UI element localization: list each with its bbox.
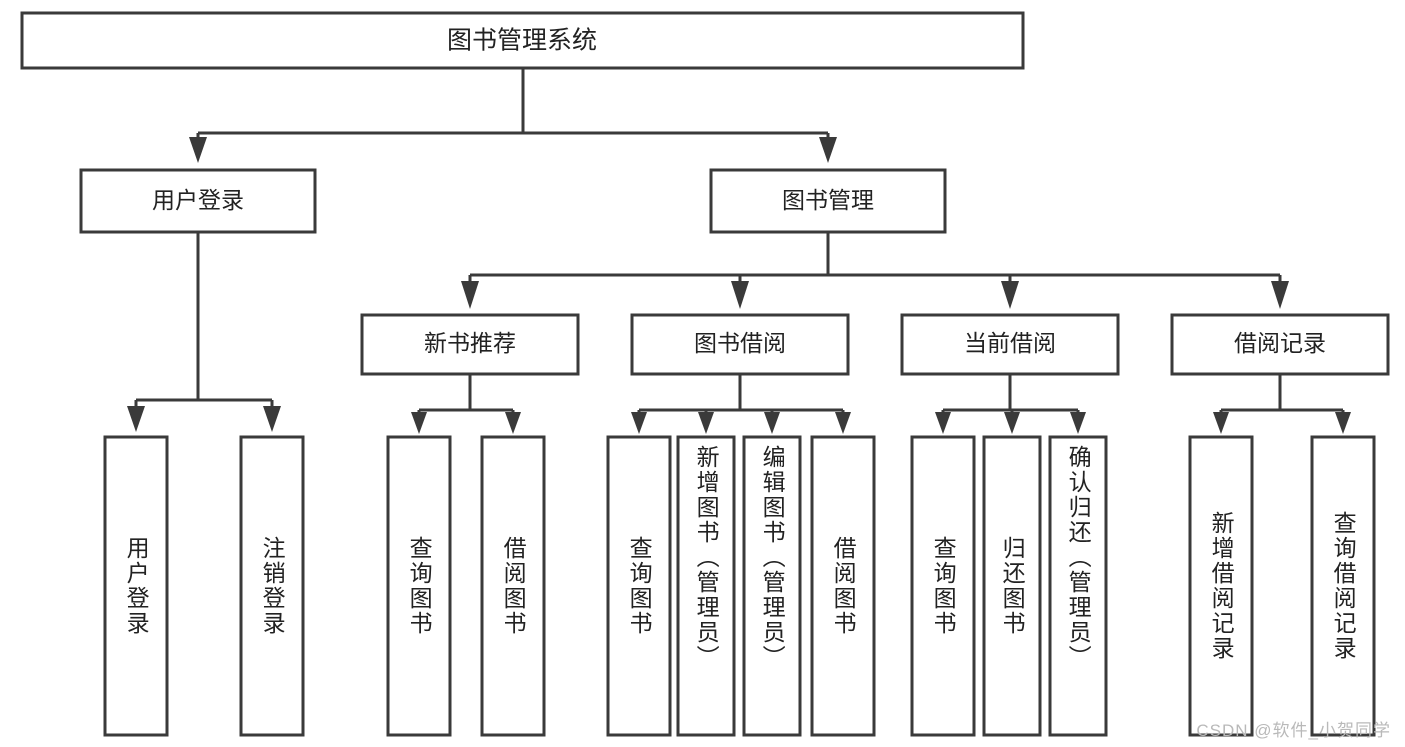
arrow-head-icon <box>698 412 714 434</box>
node-book-borrow-label: 图书借阅 <box>694 330 786 356</box>
node-leaf-add-book-admin-box[interactable] <box>676 435 736 737</box>
node-new-book-rec-box <box>360 313 580 376</box>
arrow-head-icon <box>1213 412 1229 434</box>
arrow-head-icon <box>461 281 479 309</box>
arrow-head-icon <box>1335 412 1351 434</box>
connector-root <box>196 68 830 140</box>
connector-borrow-record <box>1219 374 1345 415</box>
connector-current-borrow <box>941 374 1080 415</box>
node-leaf-query-book-rec-box[interactable] <box>386 435 452 737</box>
node-book-borrow-box <box>630 313 850 376</box>
node-book-borrow[interactable]: 图书借阅 <box>630 313 850 376</box>
node-root-label: 图书管理系统 <box>447 27 597 55</box>
node-leaf-add-borrow-record-box[interactable] <box>1188 435 1254 737</box>
connector-group-currentborrow-to-leaves <box>935 374 1086 434</box>
connector-user-login <box>134 232 274 408</box>
connector-group-root-to-level2 <box>189 68 837 163</box>
node-book-manage-label: 图书管理 <box>782 187 874 213</box>
arrow-head-icon <box>835 412 851 434</box>
node-book-manage-box <box>709 168 947 234</box>
node-leaf-query-book-borrow-box[interactable] <box>606 435 672 737</box>
node-new-book-rec[interactable]: 新书推荐 <box>360 313 580 376</box>
arrow-head-icon <box>189 137 207 163</box>
watermark-text: CSDN @软件_小贺同学 <box>1196 721 1391 740</box>
node-borrow-record[interactable]: 借阅记录 <box>1170 313 1390 376</box>
arrow-head-icon <box>263 406 281 432</box>
arrow-head-icon <box>731 281 749 309</box>
arrow-head-icon <box>631 412 647 434</box>
node-user-login-label: 用户登录 <box>152 187 244 213</box>
node-root[interactable]: 图书管理系统 <box>20 11 1025 70</box>
node-user-login[interactable]: 用户登录 <box>79 168 317 234</box>
node-leaf-query-book-current-box[interactable] <box>910 435 976 737</box>
node-leaf-confirm-return-admin-box[interactable] <box>1048 435 1108 737</box>
arrow-head-icon <box>411 412 427 434</box>
connector-group-newbookrec-to-leaves <box>411 374 521 434</box>
connector-book-borrow <box>637 374 845 415</box>
arrow-head-icon <box>1004 412 1020 434</box>
node-book-manage[interactable]: 图书管理 <box>709 168 947 234</box>
node-borrow-record-label: 借阅记录 <box>1234 330 1326 356</box>
connector-new-book-rec <box>417 374 515 415</box>
connector-group-borrowrecord-to-leaves <box>1213 374 1351 434</box>
node-user-login-box <box>79 168 317 234</box>
arrow-head-icon <box>935 412 951 434</box>
connector-group-userlogin-to-leaves <box>127 232 281 432</box>
connector-group-bookborrow-to-leaves <box>631 374 851 434</box>
arrow-head-icon <box>819 137 837 163</box>
arrow-head-icon <box>1001 281 1019 309</box>
node-leaf-edit-book-admin-box[interactable] <box>742 435 802 737</box>
arrow-head-icon <box>505 412 521 434</box>
node-current-borrow-box <box>900 313 1120 376</box>
node-root-box <box>20 11 1025 70</box>
connector-book-manage <box>468 232 1282 282</box>
node-leaf-user-logout-box[interactable] <box>239 435 305 737</box>
arrow-head-icon <box>1271 281 1289 309</box>
arrow-head-icon <box>764 412 780 434</box>
node-current-borrow[interactable]: 当前借阅 <box>900 313 1120 376</box>
node-current-borrow-label: 当前借阅 <box>964 330 1056 356</box>
arrow-head-icon <box>127 406 145 432</box>
node-leaf-return-book-box[interactable] <box>982 435 1042 737</box>
arrow-head-icon <box>1070 412 1086 434</box>
node-leaf-query-borrow-record-box[interactable] <box>1310 435 1376 737</box>
node-leaf-user-login-box[interactable] <box>103 435 169 737</box>
connector-group-bookmanage-to-level3 <box>461 232 1289 309</box>
node-leaf-borrow-book-box[interactable] <box>810 435 876 737</box>
node-borrow-record-box <box>1170 313 1390 376</box>
node-leaf-borrow-book-rec-box[interactable] <box>480 435 546 737</box>
node-new-book-rec-label: 新书推荐 <box>424 330 516 356</box>
